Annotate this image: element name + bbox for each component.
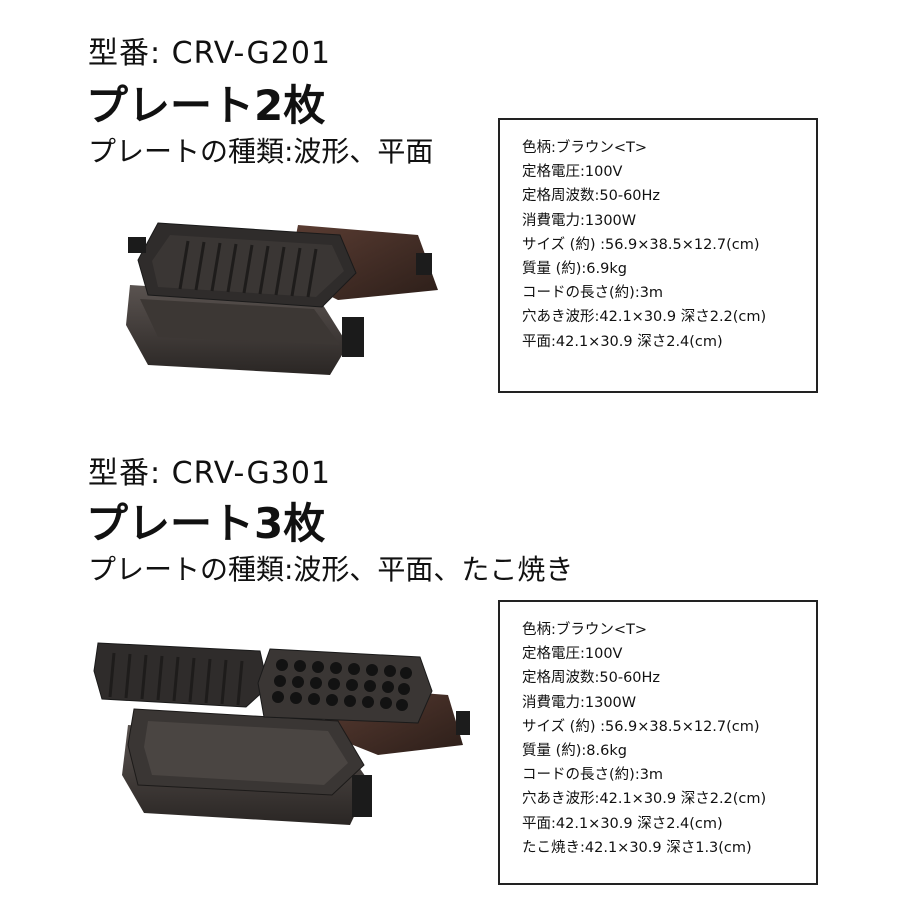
spec-box: 色柄:ブラウン<T> 定格電圧:100V 定格周波数:50-60Hz 消費電力:… [498, 600, 818, 885]
spec-takoyaki-plate: たこ焼き:42.1×30.9 深さ1.3(cm) [522, 839, 752, 856]
spec-box: 色柄:ブラウン<T> 定格電圧:100V 定格周波数:50-60Hz 消費電力:… [498, 118, 818, 393]
spec-voltage: 定格電圧:100V [522, 164, 623, 181]
product-section-g201: 型番: CRV-G201 プレート2枚 プレートの種類:波形、平面 [0, 0, 900, 440]
plate-types: プレートの種類:波形、平面、たこ焼き [88, 553, 574, 586]
plate-count: プレート2枚 [86, 81, 326, 130]
spec-wave-plate: 穴あき波形:42.1×30.9 深さ2.2(cm) [522, 791, 767, 808]
spec-frequency: 定格周波数:50-60Hz [522, 188, 661, 205]
model-number: 型番: CRV-G301 [88, 456, 331, 491]
spec-color: 色柄:ブラウン<T> [522, 622, 648, 638]
spec-weight: 質量 (約):6.9kg [522, 261, 627, 278]
spec-color: 色柄:ブラウン<T> [522, 140, 648, 156]
spec-flat-plate: 平面:42.1×30.9 深さ2.4(cm) [522, 815, 723, 832]
spec-frequency: 定格周波数:50-60Hz [522, 670, 661, 687]
spec-power: 消費電力:1300W [522, 212, 637, 229]
spec-cord: コードの長さ(約):3m [522, 767, 664, 784]
spec-size: サイズ (約) :56.9×38.5×12.7(cm) [522, 236, 760, 253]
product-image-hot-plate-3 [93, 642, 470, 825]
spec-weight: 質量 (約):8.6kg [522, 743, 627, 760]
model-number: 型番: CRV-G201 [88, 36, 331, 71]
product-image-hot-plate-2 [126, 222, 438, 375]
spec-voltage: 定格電圧:100V [522, 646, 623, 663]
product-section-g301: 型番: CRV-G301 プレート3枚 プレートの種類:波形、平面、たこ焼き [0, 440, 900, 900]
spec-size: サイズ (約) :56.9×38.5×12.7(cm) [522, 718, 760, 735]
spec-power: 消費電力:1300W [522, 694, 637, 711]
plate-count: プレート3枚 [86, 499, 326, 548]
spec-wave-plate: 穴あき波形:42.1×30.9 深さ2.2(cm) [522, 309, 767, 326]
spec-flat-plate: 平面:42.1×30.9 深さ2.4(cm) [522, 333, 723, 350]
plate-types: プレートの種類:波形、平面 [88, 135, 434, 168]
spec-cord: コードの長さ(約):3m [522, 285, 664, 302]
